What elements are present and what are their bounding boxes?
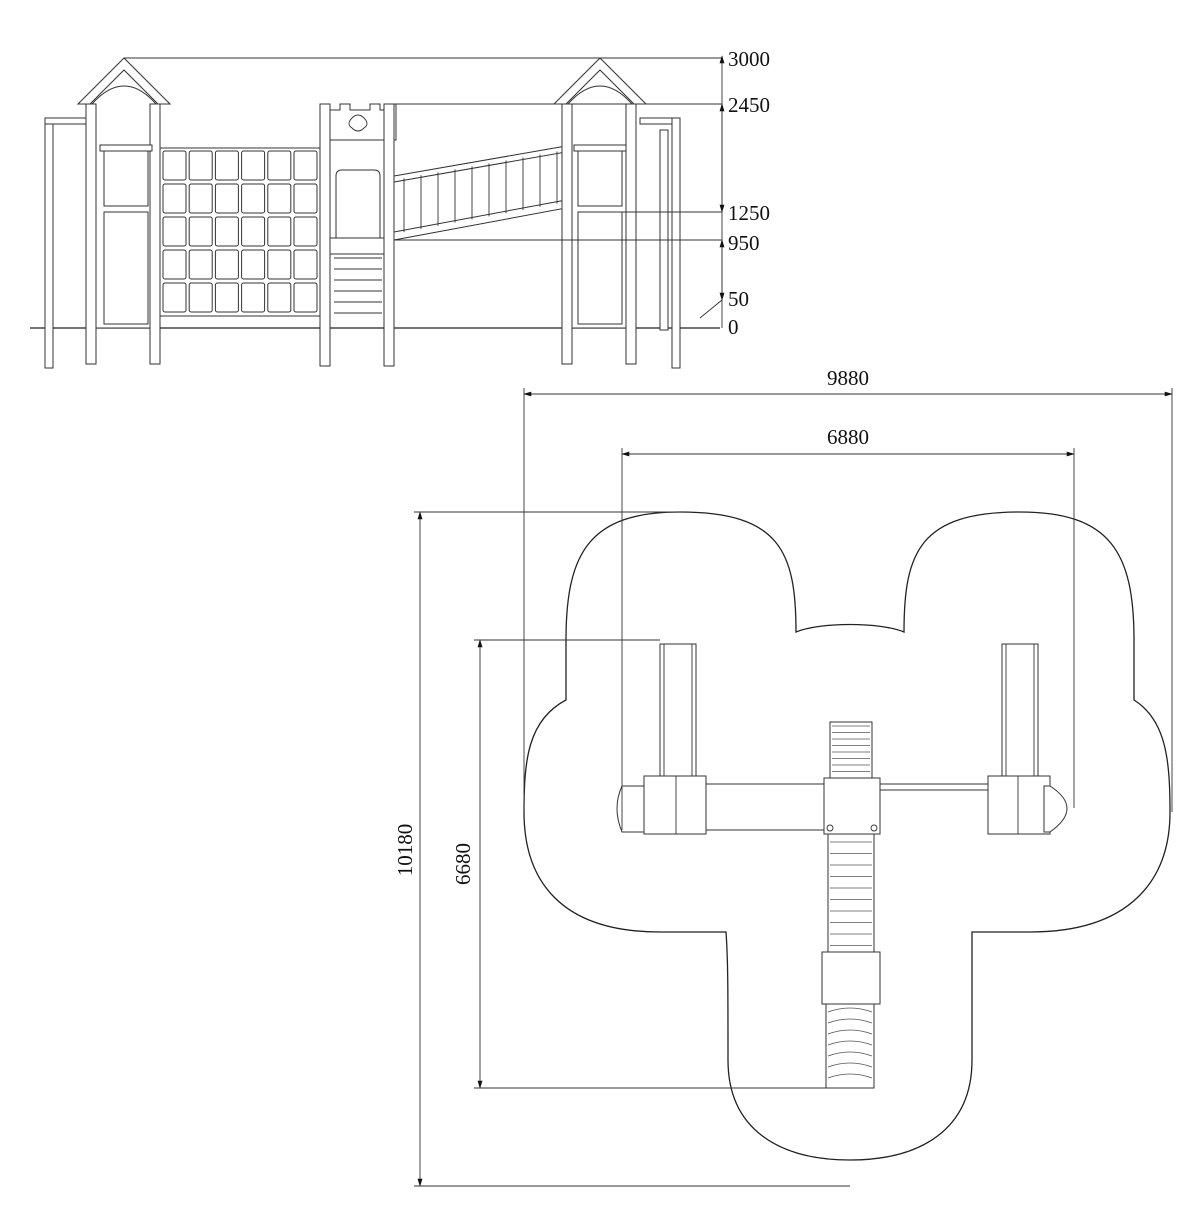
net-cell <box>214 249 239 280</box>
elevation-view: 3000 2450 1250 950 50 0 <box>30 47 770 369</box>
overall-width-dimension <box>523 388 1173 812</box>
net-cell <box>293 249 318 280</box>
right-walkway <box>879 783 989 791</box>
net-cell <box>267 150 292 181</box>
net-cell <box>214 183 239 214</box>
bottom-stairs <box>825 1003 875 1089</box>
net-cell <box>162 282 187 313</box>
left-tower <box>76 57 172 365</box>
net-cell <box>267 216 292 247</box>
left-slide <box>659 643 697 777</box>
plan-view: 9880 6880 10180 6680 <box>393 366 1173 1187</box>
stair-step <box>827 1062 873 1068</box>
net-cell <box>267 249 292 280</box>
net-cell <box>293 216 318 247</box>
net-cell <box>188 150 213 181</box>
top-ladder <box>829 721 873 779</box>
height-mark-1250: 1250 <box>728 201 770 225</box>
net-cell <box>293 183 318 214</box>
net-cell <box>267 282 292 313</box>
overall-width-label: 9880 <box>827 366 869 390</box>
net-cell <box>267 183 292 214</box>
net-cell <box>188 183 213 214</box>
net-cell <box>188 249 213 280</box>
central-platform <box>823 777 881 835</box>
height-mark-3000: 3000 <box>728 47 770 71</box>
net-cell <box>214 282 239 313</box>
overall-depth-dimension <box>414 511 850 1187</box>
net-cell <box>241 249 266 280</box>
stair-step <box>827 1040 873 1046</box>
left-walkway <box>705 783 825 831</box>
net-cell <box>162 216 187 247</box>
climbing-net <box>159 147 321 317</box>
lower-platform <box>821 951 881 1005</box>
stair-step <box>827 1051 873 1057</box>
net-cell <box>188 216 213 247</box>
net-cell <box>241 183 266 214</box>
central-climb <box>827 833 875 953</box>
net-cell <box>214 216 239 247</box>
stair-step <box>827 1007 873 1013</box>
center-tower <box>319 103 397 367</box>
height-mark-0: 0 <box>728 315 739 339</box>
net-cell <box>241 216 266 247</box>
height-mark-50: 50 <box>728 287 749 311</box>
elevation-leaders <box>124 57 723 319</box>
inner-depth-label: 6680 <box>451 843 475 885</box>
net-cell <box>162 249 187 280</box>
inner-width-label: 6880 <box>827 425 869 449</box>
right-slide <box>1001 643 1039 777</box>
height-mark-2450: 2450 <box>728 93 770 117</box>
stair-step <box>827 1029 873 1035</box>
net-cell <box>188 282 213 313</box>
overall-depth-label: 10180 <box>393 824 417 877</box>
inner-depth-dimension <box>474 639 826 1089</box>
net-cell <box>241 282 266 313</box>
left-side-post <box>44 117 91 369</box>
net-cell <box>162 183 187 214</box>
right-tower <box>552 57 648 365</box>
right-tower-platform <box>987 775 1068 835</box>
left-tower-platform <box>616 775 707 835</box>
sloped-bridge <box>393 145 567 241</box>
net-cell <box>162 150 187 181</box>
net-cell <box>214 150 239 181</box>
stair-step <box>827 1018 873 1024</box>
net-cell <box>293 150 318 181</box>
right-side-post <box>639 117 681 369</box>
stair-step <box>827 1073 873 1079</box>
height-mark-950: 950 <box>728 231 760 255</box>
net-cell <box>241 150 266 181</box>
net-cell <box>293 282 318 313</box>
